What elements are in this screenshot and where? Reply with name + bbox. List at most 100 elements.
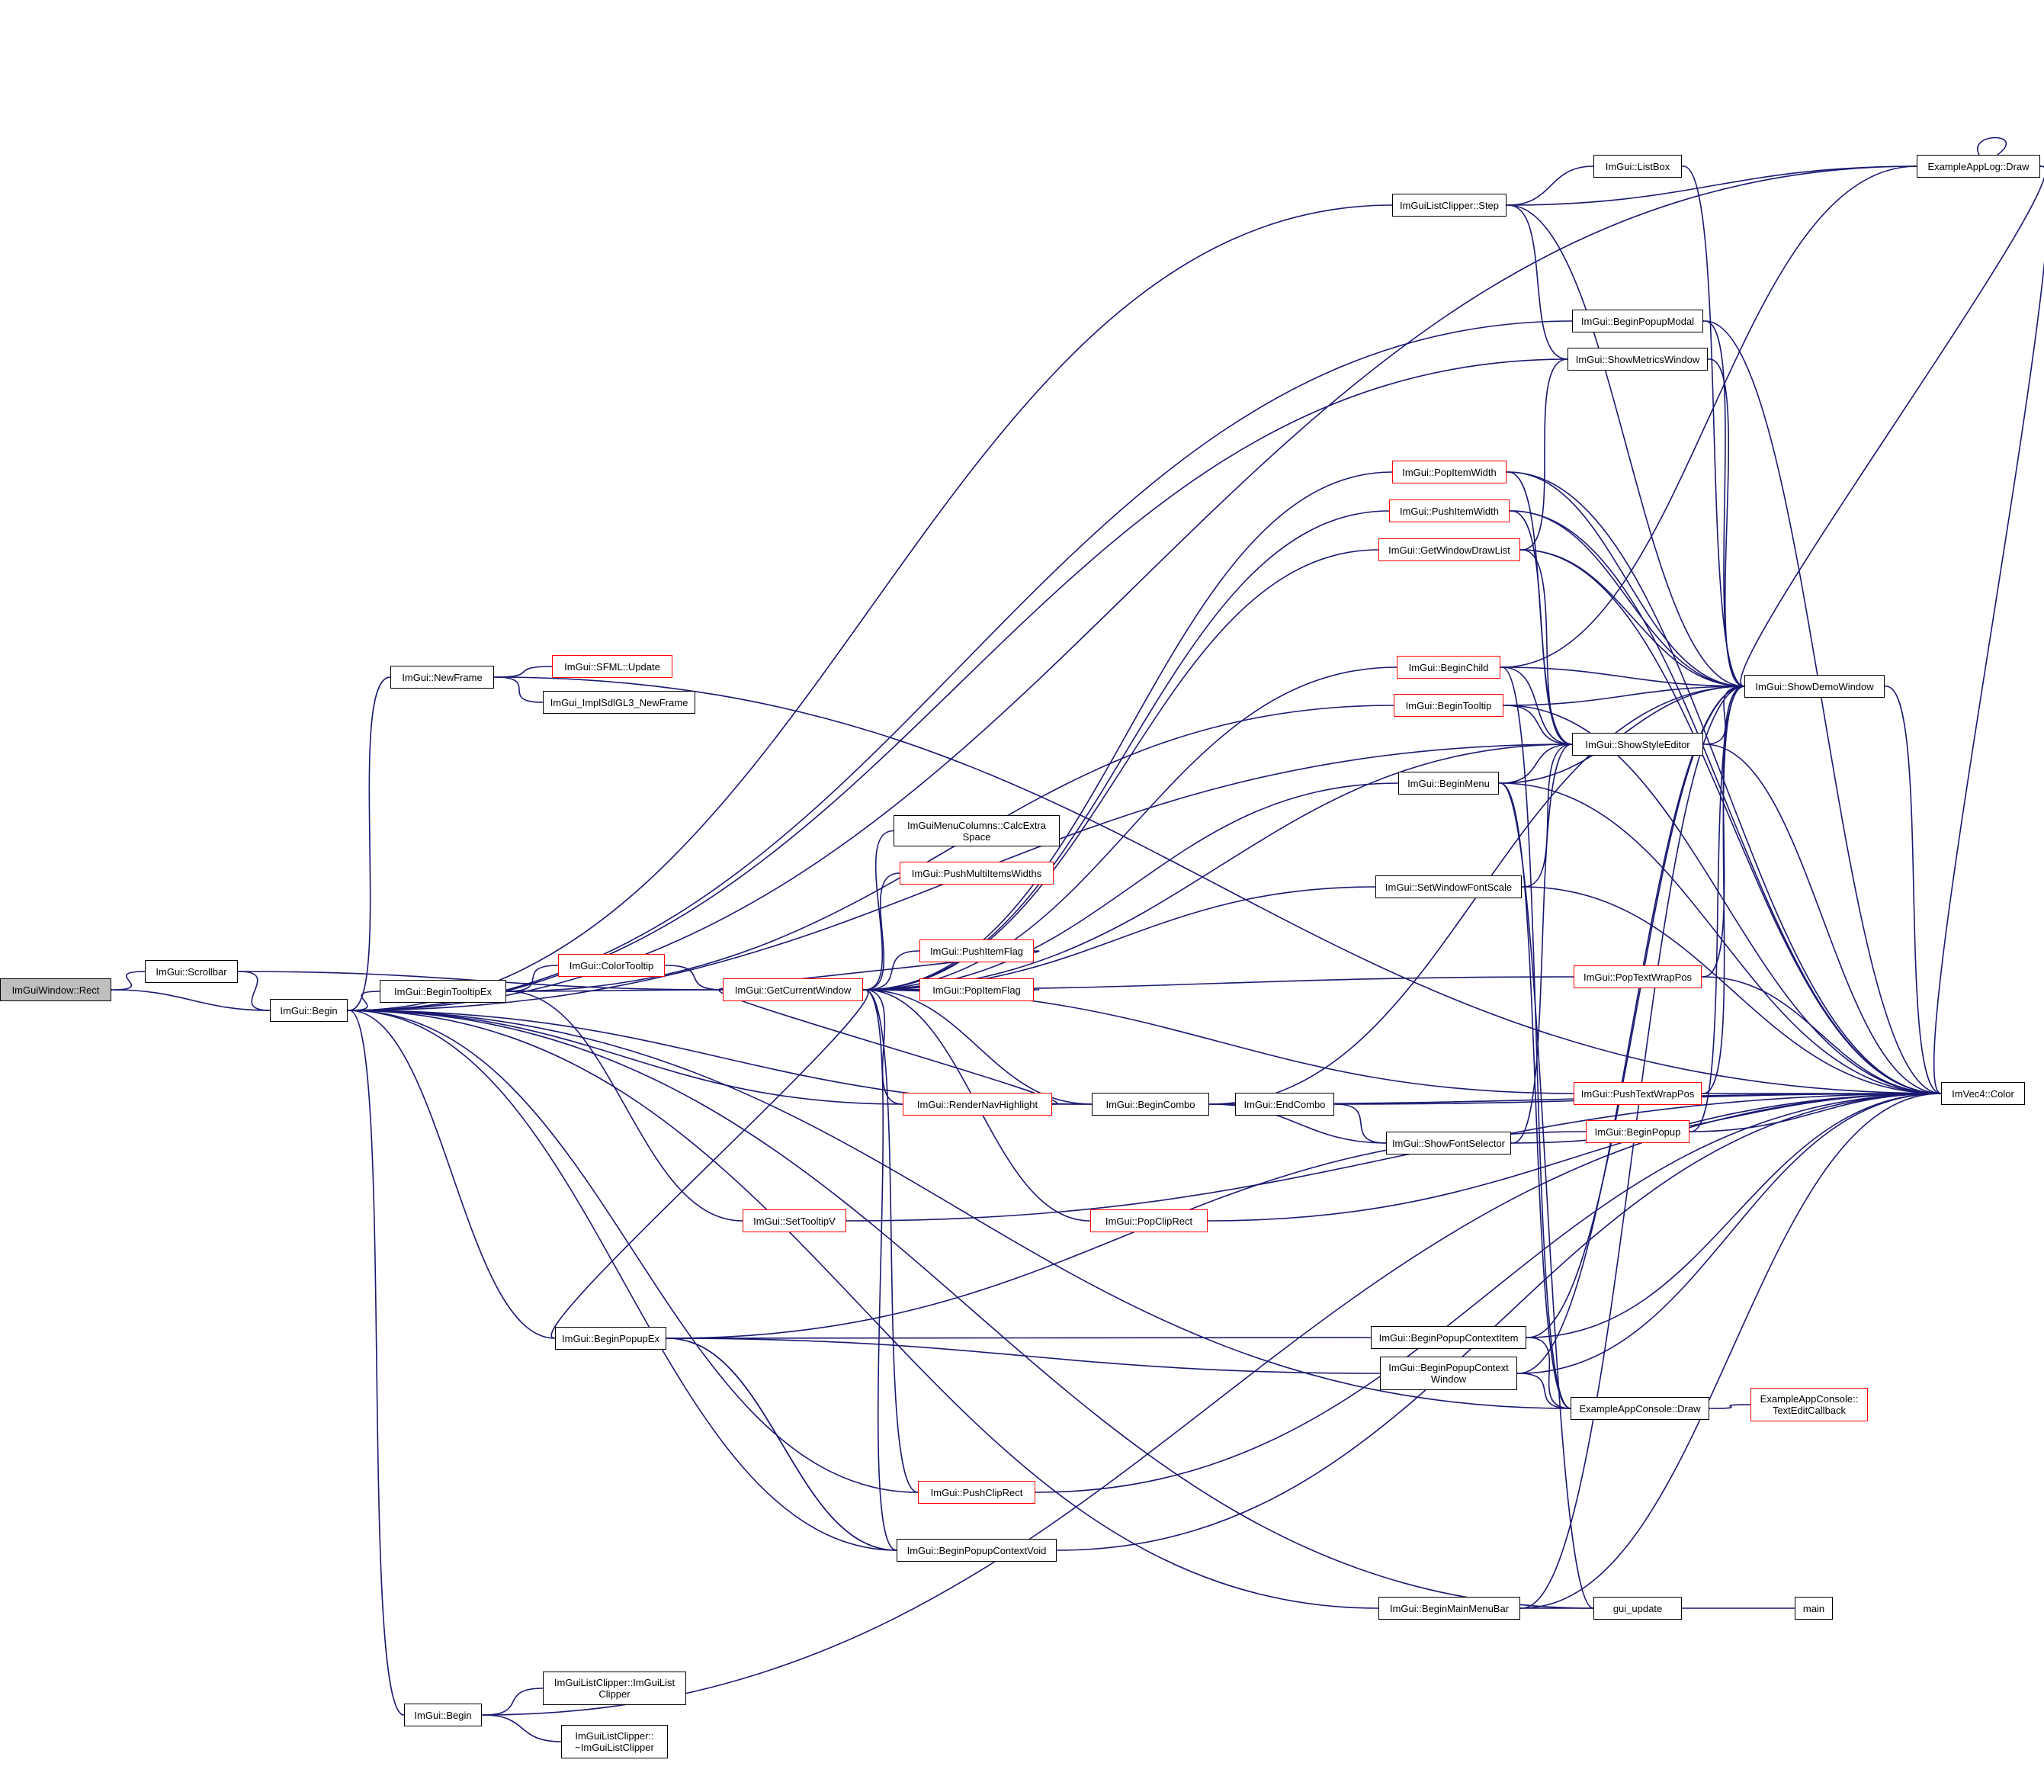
- node-beginmainmenubar[interactable]: ImGui::BeginMainMenuBar: [1378, 1597, 1520, 1620]
- edge-getcurrentwindow-to-rendernav: [718, 989, 1058, 1109]
- node-newframe[interactable]: ImGui::NewFrame: [390, 666, 494, 689]
- node-setwindowfontscale[interactable]: ImGui::SetWindowFontScale: [1375, 875, 1522, 898]
- edge-beginpopupex-to-getcurrentwindow: [550, 985, 869, 1339]
- node-popitemwidth[interactable]: ImGui::PopItemWidth: [1392, 461, 1507, 483]
- edge-showdemo-to-beginchild: [1493, 663, 1745, 687]
- edge-showstyleeditor-to-getcurrentwindow: [855, 743, 1573, 994]
- edge-beginpopupcontextvoid-to-begin: [340, 1006, 897, 1551]
- node-showdemo[interactable]: ImGui::ShowDemoWindow: [1744, 675, 1885, 698]
- edge-imvec4color-to-pushcliprect: [1028, 1093, 1942, 1497]
- edge-begin2-to-begin: [340, 1006, 405, 1716]
- node-pushitemwidth[interactable]: ImGui::PushItemWidth: [1389, 499, 1510, 522]
- edge-showdemo-to-showmetrics: [1700, 355, 1745, 687]
- node-beginmenu[interactable]: ImGui::BeginMenu: [1398, 772, 1499, 795]
- node-endcombo[interactable]: ImGui::EndCombo: [1235, 1093, 1334, 1116]
- edge-imvec4color-to-setwindowfontscale: [1514, 882, 1942, 1094]
- node-clipperctor[interactable]: ImGuiListClipper::ImGuiList Clipper: [543, 1672, 686, 1705]
- node-begintooltip[interactable]: ImGui::BeginTooltip: [1394, 694, 1503, 717]
- node-beginchild[interactable]: ImGui::BeginChild: [1397, 656, 1500, 679]
- node-beginpopupex[interactable]: ImGui::BeginPopupEx: [555, 1327, 666, 1350]
- edge-consoledraw-to-beginchild: [1493, 663, 1571, 1409]
- node-getcurrentwindow[interactable]: ImGui::GetCurrentWindow: [723, 978, 863, 1001]
- node-listbox[interactable]: ImGui::ListBox: [1593, 155, 1682, 178]
- node-beginpopupcontextwindow[interactable]: ImGui::BeginPopupContext Window: [1380, 1357, 1517, 1390]
- edge-begincombo-to-begin: [340, 1006, 1093, 1105]
- edge-colortooltip-to-begintooltipex: [499, 965, 559, 996]
- edge-imvec4color-to-beginmainmenubar: [1513, 1093, 1942, 1613]
- edge-begin-to-scrollbar: [230, 967, 271, 1011]
- node-settooltipv[interactable]: ImGui::SetTooltipV: [743, 1209, 846, 1232]
- node-textedit[interactable]: ExampleAppConsole:: TextEditCallback: [1750, 1388, 1868, 1421]
- edge-imvec4color-to-applogdraw: [1933, 162, 2044, 1094]
- node-begin[interactable]: ImGui::Begin: [270, 999, 348, 1022]
- node-beginpopup[interactable]: ImGui::BeginPopup: [1586, 1120, 1689, 1143]
- node-scrollbar[interactable]: ImGui::Scrollbar: [145, 960, 238, 983]
- edge-applogdraw-to-begin: [340, 165, 1917, 1015]
- node-beginpopupcontextvoid[interactable]: ImGui::BeginPopupContextVoid: [897, 1539, 1057, 1562]
- edge-showdemo-to-showstyleeditor: [1696, 686, 1745, 749]
- edge-pushcliprect-to-getcurrentwindow: [855, 985, 919, 1493]
- edge-beginpopupex-to-begin: [340, 1006, 556, 1339]
- edge-imvec4color-to-settooltipv: [839, 1093, 1942, 1225]
- node-consoledraw[interactable]: ExampleAppConsole::Draw: [1571, 1397, 1709, 1420]
- edge-showdemo-to-getwindowdrawlist: [1513, 545, 1745, 687]
- edge-applogdraw-to-applogdraw: [1977, 136, 2007, 165]
- edge-pushitemwidth-to-getcurrentwindow: [855, 510, 1390, 994]
- node-rect[interactable]: ImGuiWindow::Rect: [0, 978, 111, 1001]
- node-showstyleeditor[interactable]: ImGui::ShowStyleEditor: [1572, 733, 1703, 756]
- edge-sdlnewframe-to-newframe: [486, 673, 544, 703]
- node-pushtextwrappos[interactable]: ImGui::PushTextWrapPos: [1574, 1082, 1702, 1105]
- node-begincombo[interactable]: ImGui::BeginCombo: [1092, 1093, 1209, 1116]
- node-getwindowdrawlist[interactable]: ImGui::GetWindowDrawList: [1378, 538, 1520, 561]
- edge-imvec4color-to-beginmenu: [1491, 779, 1942, 1094]
- edge-begincombo-to-getcurrentwindow: [855, 985, 1093, 1105]
- node-clipperstep[interactable]: ImGuiListClipper::Step: [1392, 194, 1507, 217]
- node-clipperdtor[interactable]: ImGuiListClipper:: ~ImGuiListClipper: [561, 1725, 668, 1758]
- edge-imvec4color-to-showstyleeditor: [1696, 740, 1942, 1094]
- node-begintooltipex[interactable]: ImGui::BeginTooltipEx: [380, 980, 506, 1003]
- node-poptextwrappos[interactable]: ImGui::PopTextWrapPos: [1574, 965, 1702, 988]
- node-rendernav[interactable]: ImGui::RenderNavHighlight: [903, 1093, 1052, 1116]
- node-popcliprect[interactable]: ImGui::PopClipRect: [1090, 1209, 1208, 1232]
- node-imvec4color[interactable]: ImVec4::Color: [1941, 1082, 2025, 1105]
- edge-sfmlupdate-to-newframe: [486, 666, 553, 682]
- node-begin2[interactable]: ImGui::Begin: [404, 1704, 482, 1726]
- node-calcextra[interactable]: ImGuiMenuColumns::CalcExtra Space: [894, 815, 1060, 846]
- edge-showdemo-to-begintooltip: [1496, 686, 1745, 710]
- edge-guiupdate-to-begin: [340, 1006, 1594, 1609]
- edge-newframe-to-begin: [340, 676, 391, 1015]
- node-beginpopupcontextitem[interactable]: ImGui::BeginPopupContextItem: [1371, 1326, 1526, 1349]
- edge-consoledraw-to-beginmenu: [1491, 779, 1571, 1409]
- node-main[interactable]: main: [1795, 1597, 1833, 1620]
- node-applogdraw[interactable]: ExampleAppLog::Draw: [1917, 155, 2040, 178]
- edge-beginpopupcontextwindow-to-beginpopupex: [659, 1334, 1381, 1374]
- node-pushmulti[interactable]: ImGui::PushMultiItemsWidths: [900, 862, 1054, 885]
- node-guiupdate[interactable]: gui_update: [1593, 1597, 1682, 1620]
- node-showmetrics[interactable]: ImGui::ShowMetricsWindow: [1567, 348, 1708, 371]
- edge-applogdraw-to-clipperstep: [1499, 165, 1917, 210]
- edge-imvec4color-to-begin2: [474, 1093, 1942, 1720]
- edge-beginpopupcontextvoid-to-getcurrentwindow: [855, 985, 897, 1551]
- edge-pushitemflag-to-getcurrentwindow: [855, 950, 920, 994]
- edge-imvec4color-to-getwindowdrawlist: [1513, 545, 1942, 1094]
- edge-clipperstep-to-begin: [340, 204, 1393, 1015]
- node-showfontselector[interactable]: ImGui::ShowFontSelector: [1386, 1132, 1511, 1155]
- edge-listbox-to-clipperstep: [1499, 165, 1594, 210]
- node-sdlnewframe[interactable]: ImGui_ImplSdlGL3_NewFrame: [543, 691, 695, 714]
- edge-pushmulti-to-getcurrentwindow: [855, 872, 900, 994]
- edge-showdemo-to-beginpopupcontextwindow: [1510, 686, 1745, 1378]
- edge-beginchild-to-getcurrentwindow: [855, 666, 1397, 994]
- edge-showdemo-to-beginpopup: [1682, 686, 1745, 1136]
- node-sfmlupdate[interactable]: ImGui::SFML::Update: [552, 655, 672, 678]
- node-pushitemflag[interactable]: ImGui::PushItemFlag: [919, 939, 1034, 962]
- edge-showstyleeditor-to-beginchild: [1493, 663, 1573, 745]
- edge-pushtextwrappos-to-getcurrentwindow: [855, 985, 1574, 1094]
- node-pushcliprect[interactable]: ImGui::PushClipRect: [918, 1481, 1035, 1504]
- edge-showdemo-to-beginmainmenubar: [1513, 686, 1745, 1613]
- edge-guiupdate-to-beginmenu: [1491, 779, 1594, 1609]
- edge-beginmenu-to-getcurrentwindow: [855, 782, 1399, 994]
- node-beginpopupmodal[interactable]: ImGui::BeginPopupModal: [1572, 310, 1703, 332]
- node-colortooltip[interactable]: ImGui::ColorTooltip: [558, 954, 665, 977]
- node-popitemflag[interactable]: ImGui::PopItemFlag: [919, 978, 1034, 1001]
